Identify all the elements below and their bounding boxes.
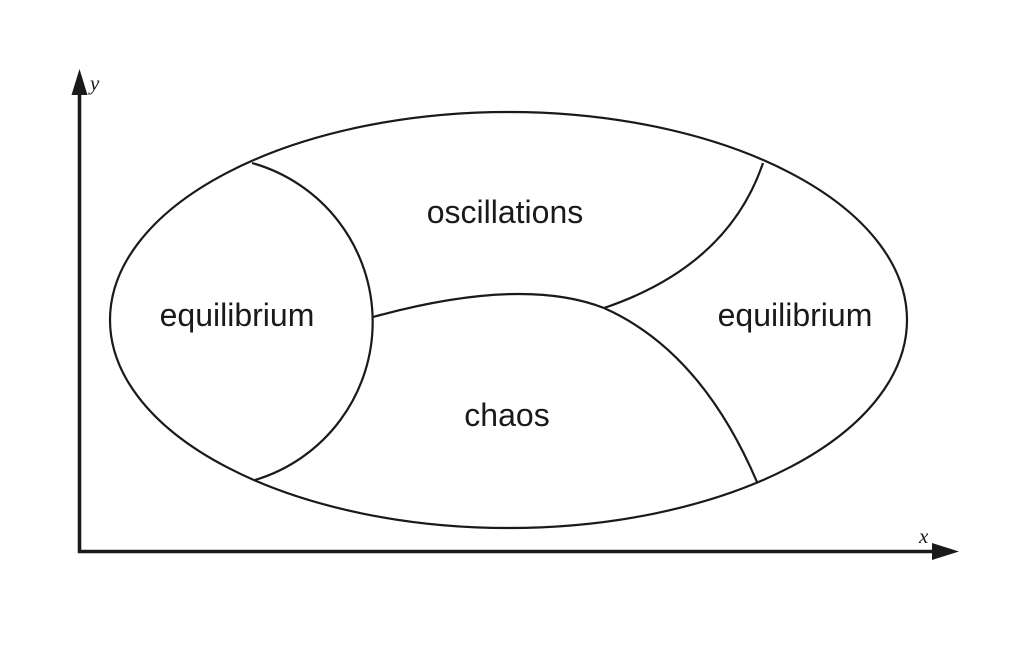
boundary-oscillations-right-equilibrium (603, 162, 765, 310)
x-axis-arrowhead-icon (932, 543, 959, 560)
x-axis-label: x (918, 524, 929, 548)
region-label-equilibrium-right: equilibrium (718, 297, 873, 333)
region-label-equilibrium-left: equilibrium (160, 297, 315, 333)
ellipse-outline (108, 110, 909, 530)
region-label-chaos: chaos (464, 397, 549, 433)
y-axis-arrowhead-icon (71, 69, 88, 95)
y-axis-label: y (88, 71, 100, 95)
boundary-chaos-right-equilibrium (603, 306, 759, 483)
boundary-oscillations-chaos (372, 292, 605, 319)
region-label-oscillations: oscillations (427, 194, 584, 230)
boundary-left-equilibrium (251, 161, 374, 482)
